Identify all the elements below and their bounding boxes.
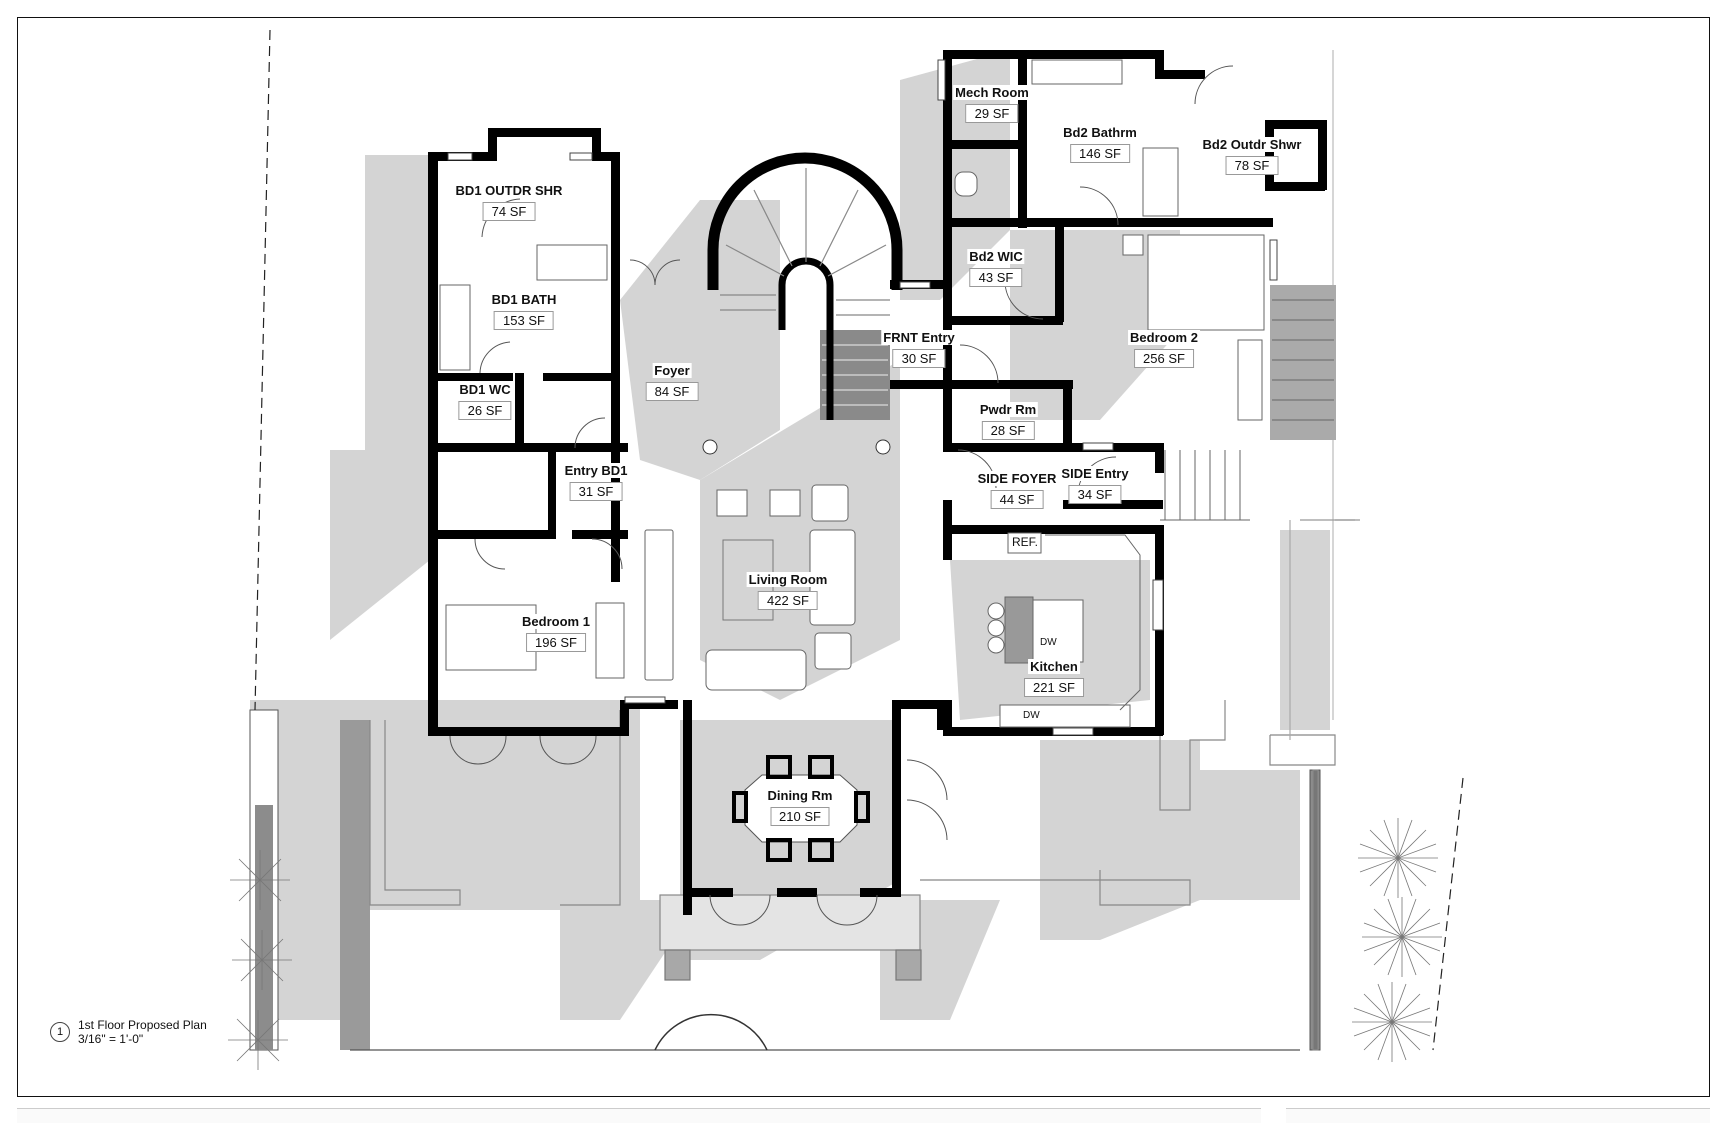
- room-name: FRNT Entry: [881, 330, 957, 345]
- room-name: Kitchen: [1028, 659, 1080, 674]
- room-area: 146 SF: [1070, 144, 1130, 163]
- room-name: SIDE FOYER: [975, 471, 1059, 486]
- doors: [449, 65, 1234, 926]
- room-name: BD1 BATH: [489, 292, 559, 307]
- drawing-scale: 3/16" = 1'-0": [78, 1032, 144, 1046]
- room-bedroom-2: Bedroom 2 256 SF: [1128, 329, 1200, 368]
- room-name: BD1 WC: [457, 382, 513, 397]
- room-foyer: Foyer 84 SF: [645, 362, 699, 401]
- room-area: 28 SF: [981, 421, 1035, 440]
- room-name: SIDE Entry: [1059, 466, 1131, 481]
- room-living-room: Living Room 422 SF: [746, 571, 830, 610]
- room-pwdr-rm: Pwdr Rm 28 SF: [977, 401, 1039, 440]
- drawing-title-block: 1 1st Floor Proposed Plan 3/16" = 1'-0": [50, 1018, 207, 1046]
- room-side-entry: SIDE Entry 34 SF: [1059, 465, 1131, 504]
- room-frnt-entry: FRNT Entry 30 SF: [881, 329, 957, 368]
- spiral-stair: [707, 152, 903, 420]
- room-bd2-bathrm: Bd2 Bathrm 146 SF: [1061, 124, 1139, 163]
- room-area: 422 SF: [758, 591, 818, 610]
- room-area: 43 SF: [969, 268, 1023, 287]
- stair-fills: [820, 285, 1336, 521]
- room-area: 78 SF: [1225, 156, 1279, 175]
- room-name: Foyer: [652, 363, 692, 378]
- bottom-panel-left: [17, 1108, 1261, 1123]
- dw-counter-label: DW: [1023, 710, 1040, 721]
- room-area: 74 SF: [482, 202, 536, 221]
- room-bd2-outdr-shwr: Bd2 Outdr Shwr 78 SF: [1200, 136, 1304, 175]
- room-name: Pwdr Rm: [977, 402, 1039, 417]
- room-area: 153 SF: [494, 311, 554, 330]
- room-name: Bd2 Bathrm: [1061, 125, 1139, 140]
- room-kitchen: Kitchen 221 SF: [1024, 658, 1084, 697]
- room-bd1-wc: BD1 WC 26 SF: [457, 381, 513, 420]
- drawing-title: 1st Floor Proposed Plan 3/16" = 1'-0": [78, 1018, 207, 1046]
- room-name: Entry BD1: [562, 463, 630, 478]
- room-area: 196 SF: [526, 633, 586, 652]
- room-area: 210 SF: [770, 807, 830, 826]
- room-dining-rm: Dining Rm 210 SF: [765, 787, 835, 826]
- room-area: 31 SF: [569, 482, 623, 501]
- room-name: Bedroom 1: [520, 614, 592, 629]
- terrace-outlines: [350, 50, 1360, 1051]
- room-area: 34 SF: [1068, 485, 1122, 504]
- drawing-title-text: 1st Floor Proposed Plan: [78, 1018, 207, 1032]
- room-entry-bd1: Entry BD1 31 SF: [562, 462, 630, 501]
- room-bedroom-1: Bedroom 1 196 SF: [520, 613, 592, 652]
- room-area: 221 SF: [1024, 678, 1084, 697]
- dw-island-label: DW: [1040, 637, 1057, 648]
- view-number-bubble: 1: [50, 1022, 70, 1042]
- room-name: Bedroom 2: [1128, 330, 1200, 345]
- room-area: 29 SF: [965, 104, 1019, 123]
- room-mech-room: Mech Room 29 SF: [953, 84, 1031, 123]
- room-bd1-bath: BD1 BATH 153 SF: [489, 291, 559, 330]
- room-area: 44 SF: [990, 490, 1044, 509]
- room-bd1-outdr-shr: BD1 OUTDR SHR 74 SF: [453, 182, 565, 221]
- room-name: Mech Room: [953, 85, 1031, 100]
- bottom-panel-right: [1286, 1108, 1710, 1123]
- room-bd2-wic: Bd2 WIC 43 SF: [967, 248, 1025, 287]
- room-area: 84 SF: [645, 382, 699, 401]
- ref-label: REF.: [1012, 535, 1039, 549]
- room-area: 30 SF: [892, 349, 946, 368]
- room-name: Living Room: [746, 572, 830, 587]
- room-name: Dining Rm: [765, 788, 835, 803]
- room-name: BD1 OUTDR SHR: [453, 183, 565, 198]
- windows: [447, 59, 1278, 736]
- room-name: Bd2 WIC: [967, 249, 1025, 264]
- room-side-foyer: SIDE FOYER 44 SF: [975, 470, 1059, 509]
- room-name: Bd2 Outdr Shwr: [1200, 137, 1304, 152]
- room-area: 26 SF: [458, 401, 512, 420]
- room-area: 256 SF: [1134, 349, 1194, 368]
